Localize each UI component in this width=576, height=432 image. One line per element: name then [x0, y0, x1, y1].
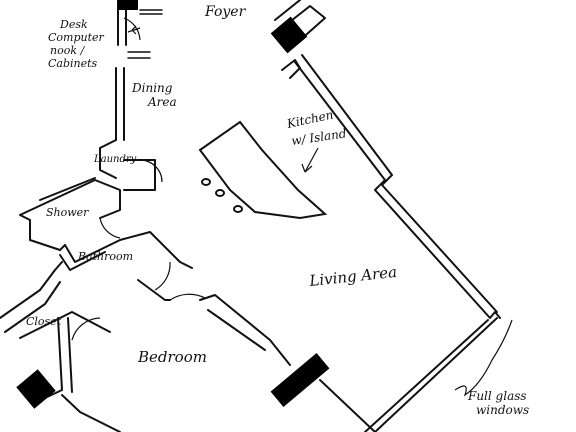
label-desk-line2: Computer	[48, 31, 105, 44]
label-windows-line1: Full glass	[467, 389, 527, 403]
label-dining-line1: Dining	[131, 81, 173, 95]
label-laundry: Laundry	[93, 154, 137, 165]
column-bedroom-left	[16, 369, 56, 409]
label-foyer: Foyer	[204, 4, 247, 20]
column-bedroom-right	[270, 353, 330, 407]
label-shower: Shower	[46, 206, 89, 219]
column-top-left	[118, 0, 138, 10]
label-kitchen-line1: Kitchen	[285, 107, 335, 131]
columns	[16, 0, 330, 409]
label-windows-line2: windows	[476, 403, 529, 417]
label-dining-line2: Area	[147, 95, 177, 109]
label-desk-line1: Desk	[59, 18, 88, 31]
column-foyer	[270, 16, 308, 54]
annotation-arrows	[127, 25, 513, 397]
kitchen-island	[198, 120, 328, 220]
labels: Foyer Desk Computer nook / Cabinets Dini…	[26, 4, 529, 417]
label-closet: Closet	[26, 315, 62, 328]
label-living: Living Area	[308, 263, 398, 290]
label-bathroom: Bathroom	[77, 250, 133, 263]
walls	[0, 0, 501, 432]
label-kitchen-line2: w/ Island	[290, 126, 347, 148]
label-bedroom: Bedroom	[137, 348, 207, 366]
label-desk-line4: Cabinets	[48, 57, 98, 70]
label-desk-line3: nook /	[50, 44, 85, 57]
